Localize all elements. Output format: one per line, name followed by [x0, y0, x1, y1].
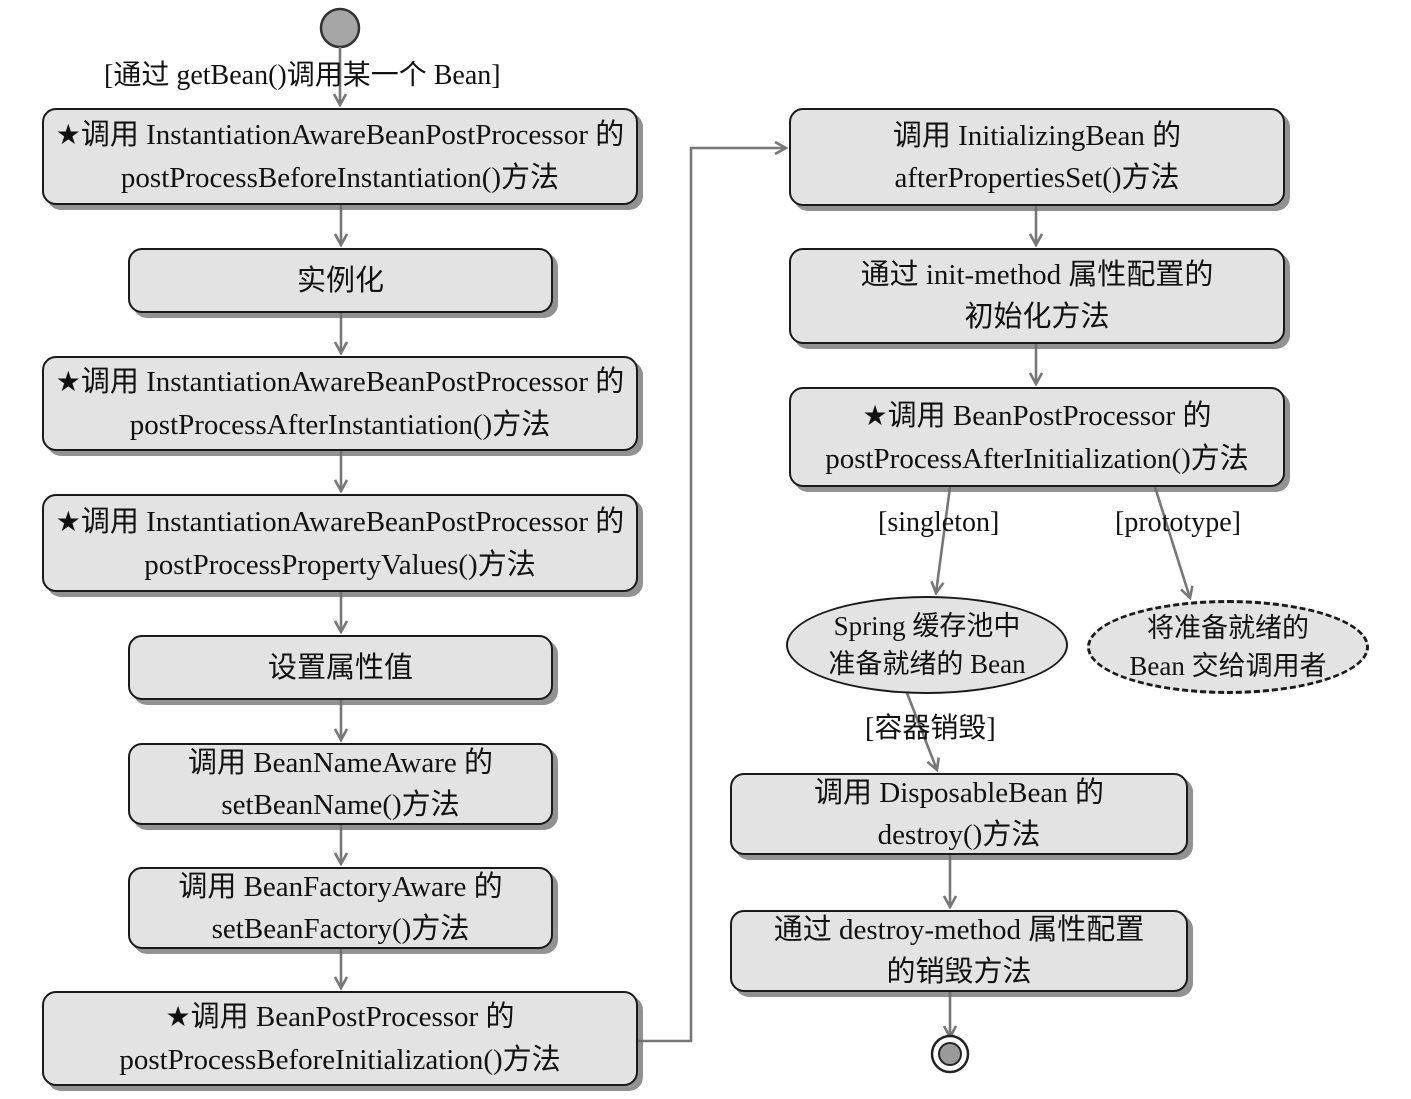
- step-text-line2: 的销毁方法: [886, 956, 1032, 988]
- step-instantiate: 实例化: [128, 248, 553, 313]
- step-text-line2: postProcessBeforeInitialization()方法: [119, 1044, 561, 1076]
- step-text-line1: 实例化: [296, 264, 384, 297]
- step-set-property-values: 设置属性值: [128, 635, 553, 700]
- step-text-line1: 调用 DisposableBean 的: [814, 777, 1104, 809]
- guard-prototype: [prototype]: [1115, 507, 1241, 538]
- guard-container-destroy: [容器销毁]: [865, 713, 996, 744]
- star-icon: ★: [55, 506, 81, 538]
- step-text-line1: 通过 destroy-method 属性配置: [773, 914, 1145, 946]
- step-text-line2: 初始化方法: [964, 301, 1110, 333]
- step-post-process-after-initialization: ★调用 BeanPostProcessor 的 postProcessAfter…: [789, 387, 1285, 487]
- step-text-line2: setBeanFactory()方法: [211, 913, 470, 945]
- star-icon: ★: [862, 400, 888, 432]
- state-singleton-cache: Spring 缓存池中 准备就绪的 Bean: [786, 596, 1068, 694]
- step-text-line2: afterPropertiesSet()方法: [894, 162, 1180, 194]
- final-node-core: [938, 1042, 962, 1066]
- step-destroy-method: 通过 destroy-method 属性配置 的销毁方法: [730, 910, 1188, 992]
- step-text-line1: 调用 InstantiationAwareBeanPostProcessor 的: [80, 366, 625, 398]
- step-text-line1: 调用 InstantiationAwareBeanPostProcessor 的: [80, 119, 625, 151]
- step-disposable-destroy: 调用 DisposableBean 的 destroy()方法: [730, 773, 1188, 855]
- state-text-line2: Bean 交给调用者: [1129, 651, 1327, 681]
- step-text-line1: 调用 InitializingBean 的: [892, 120, 1182, 152]
- edge-s11-prototype: [1153, 486, 1190, 598]
- edge-singleton-s12: [905, 692, 937, 770]
- step-init-method: 通过 init-method 属性配置的 初始化方法: [789, 248, 1285, 344]
- step-text-line2: setBeanName()方法: [221, 789, 460, 821]
- step-text-line1: 调用 InstantiationAwareBeanPostProcessor 的: [80, 505, 625, 538]
- guard-singleton: [singleton]: [878, 507, 1000, 538]
- state-text-line2: 准备就绪的 Bean: [828, 649, 1026, 679]
- star-icon: ★: [165, 1002, 191, 1033]
- step-text-line1: 调用 BeanNameAware 的: [188, 747, 493, 779]
- star-icon: ★: [55, 120, 81, 151]
- step-post-process-before-initialization: ★调用 BeanPostProcessor 的 postProcessBefor…: [42, 991, 638, 1086]
- step-text-line2: postProcessBeforeInstantiation()方法: [120, 162, 560, 194]
- step-text-line2: postProcessAfterInstantiation()方法: [129, 409, 551, 441]
- step-text-line1: 设置属性值: [267, 651, 413, 684]
- step-text-line1: 调用 BeanPostProcessor 的: [887, 399, 1212, 432]
- step-text-line1: 通过 init-method 属性配置的: [860, 259, 1214, 291]
- state-text-line1: 将准备就绪的: [1147, 613, 1309, 643]
- initial-node: [319, 7, 361, 49]
- state-text-line1: Spring 缓存池中: [833, 611, 1021, 641]
- step-post-process-after-instantiation: ★调用 InstantiationAwareBeanPostProcessor …: [42, 356, 638, 451]
- edge-s11-singleton: [936, 486, 952, 593]
- step-post-process-before-instantiation: ★调用 InstantiationAwareBeanPostProcessor …: [42, 108, 638, 205]
- step-text-line1: 调用 BeanPostProcessor 的: [190, 1001, 515, 1033]
- step-text-line2: postProcessAfterInitialization()方法: [825, 442, 1249, 475]
- step-post-process-property-values: ★调用 InstantiationAwareBeanPostProcessor …: [42, 494, 638, 592]
- state-prototype-returned: 将准备就绪的 Bean 交给调用者: [1087, 600, 1369, 694]
- step-set-bean-factory: 调用 BeanFactoryAware 的 setBeanFactory()方法: [128, 867, 553, 949]
- step-text-line1: 调用 BeanFactoryAware 的: [178, 871, 503, 903]
- step-set-bean-name: 调用 BeanNameAware 的 setBeanName()方法: [128, 743, 553, 825]
- edge-s8-s9: [637, 148, 786, 1043]
- step-text-line2: destroy()方法: [877, 819, 1041, 851]
- step-text-line2: postProcessPropertyValues()方法: [144, 548, 536, 581]
- star-icon: ★: [55, 367, 81, 398]
- step-after-properties-set: 调用 InitializingBean 的 afterPropertiesSet…: [789, 108, 1285, 206]
- start-guard-label: [通过 getBean()调用某一个 Bean]: [104, 60, 501, 91]
